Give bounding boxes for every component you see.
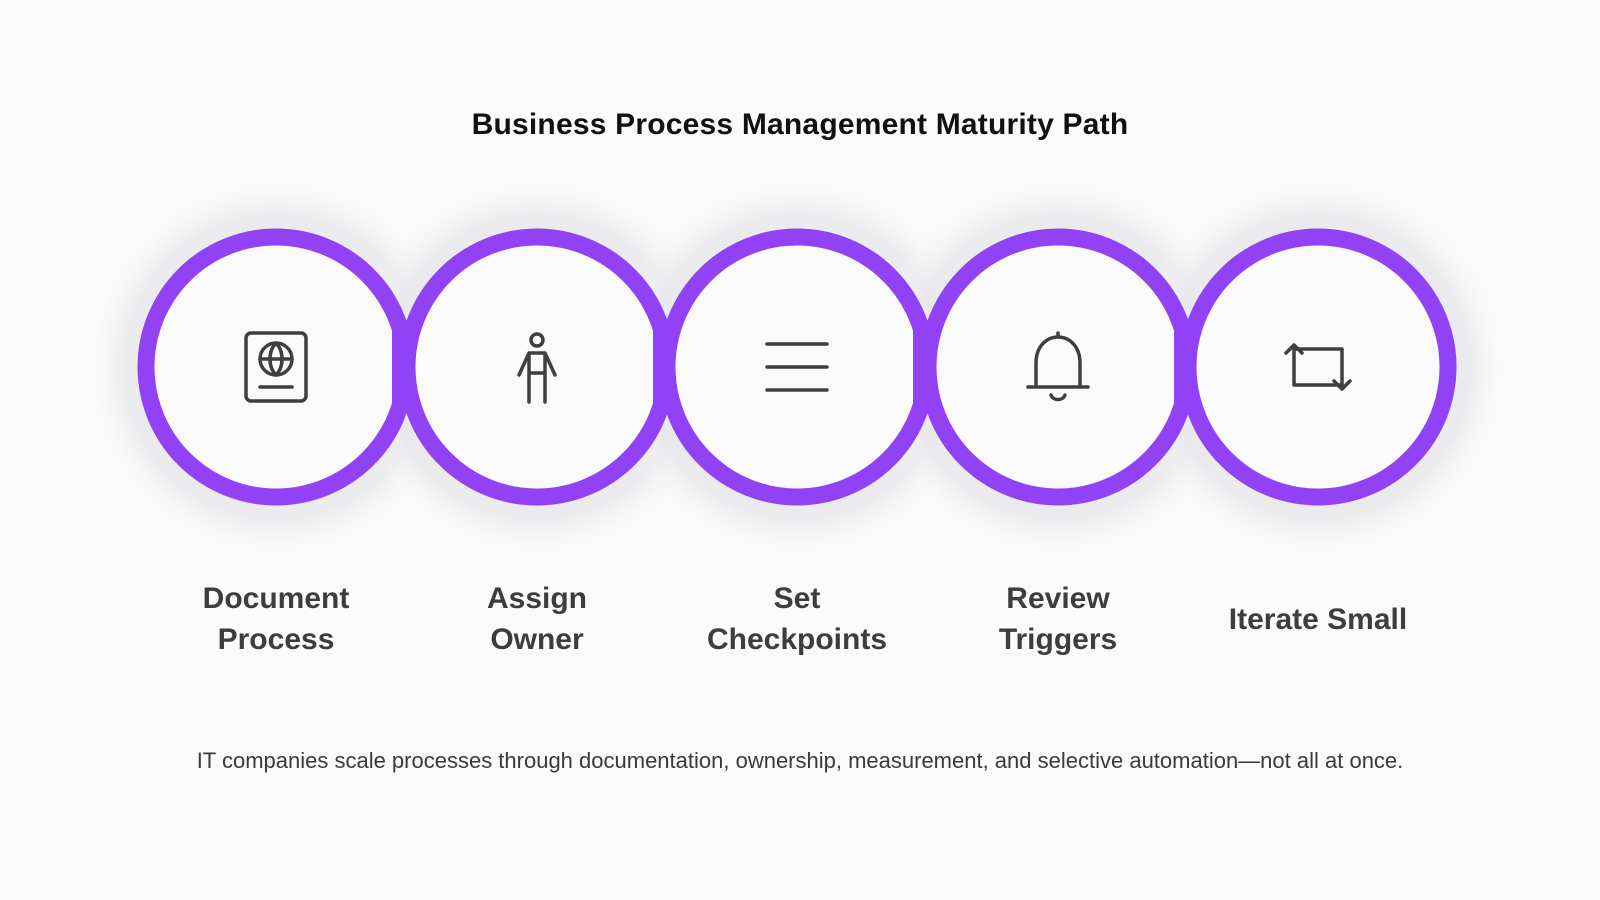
step-ring [137,228,415,506]
bell-icon [1026,331,1090,402]
step-label-iterate-small: Iterate Small [1228,602,1408,636]
repeat-arrows-icon [1284,343,1352,391]
footnote: IT companies scale processes through doc… [196,748,1404,773]
step-ring [398,228,676,506]
passport-icon [244,331,308,403]
step-ring [919,228,1197,506]
step-ring [1179,228,1457,506]
diagram-title: Business Process Management Maturity Pat… [471,108,1129,141]
person-icon [517,332,557,404]
menu-lines-icon [765,342,829,392]
